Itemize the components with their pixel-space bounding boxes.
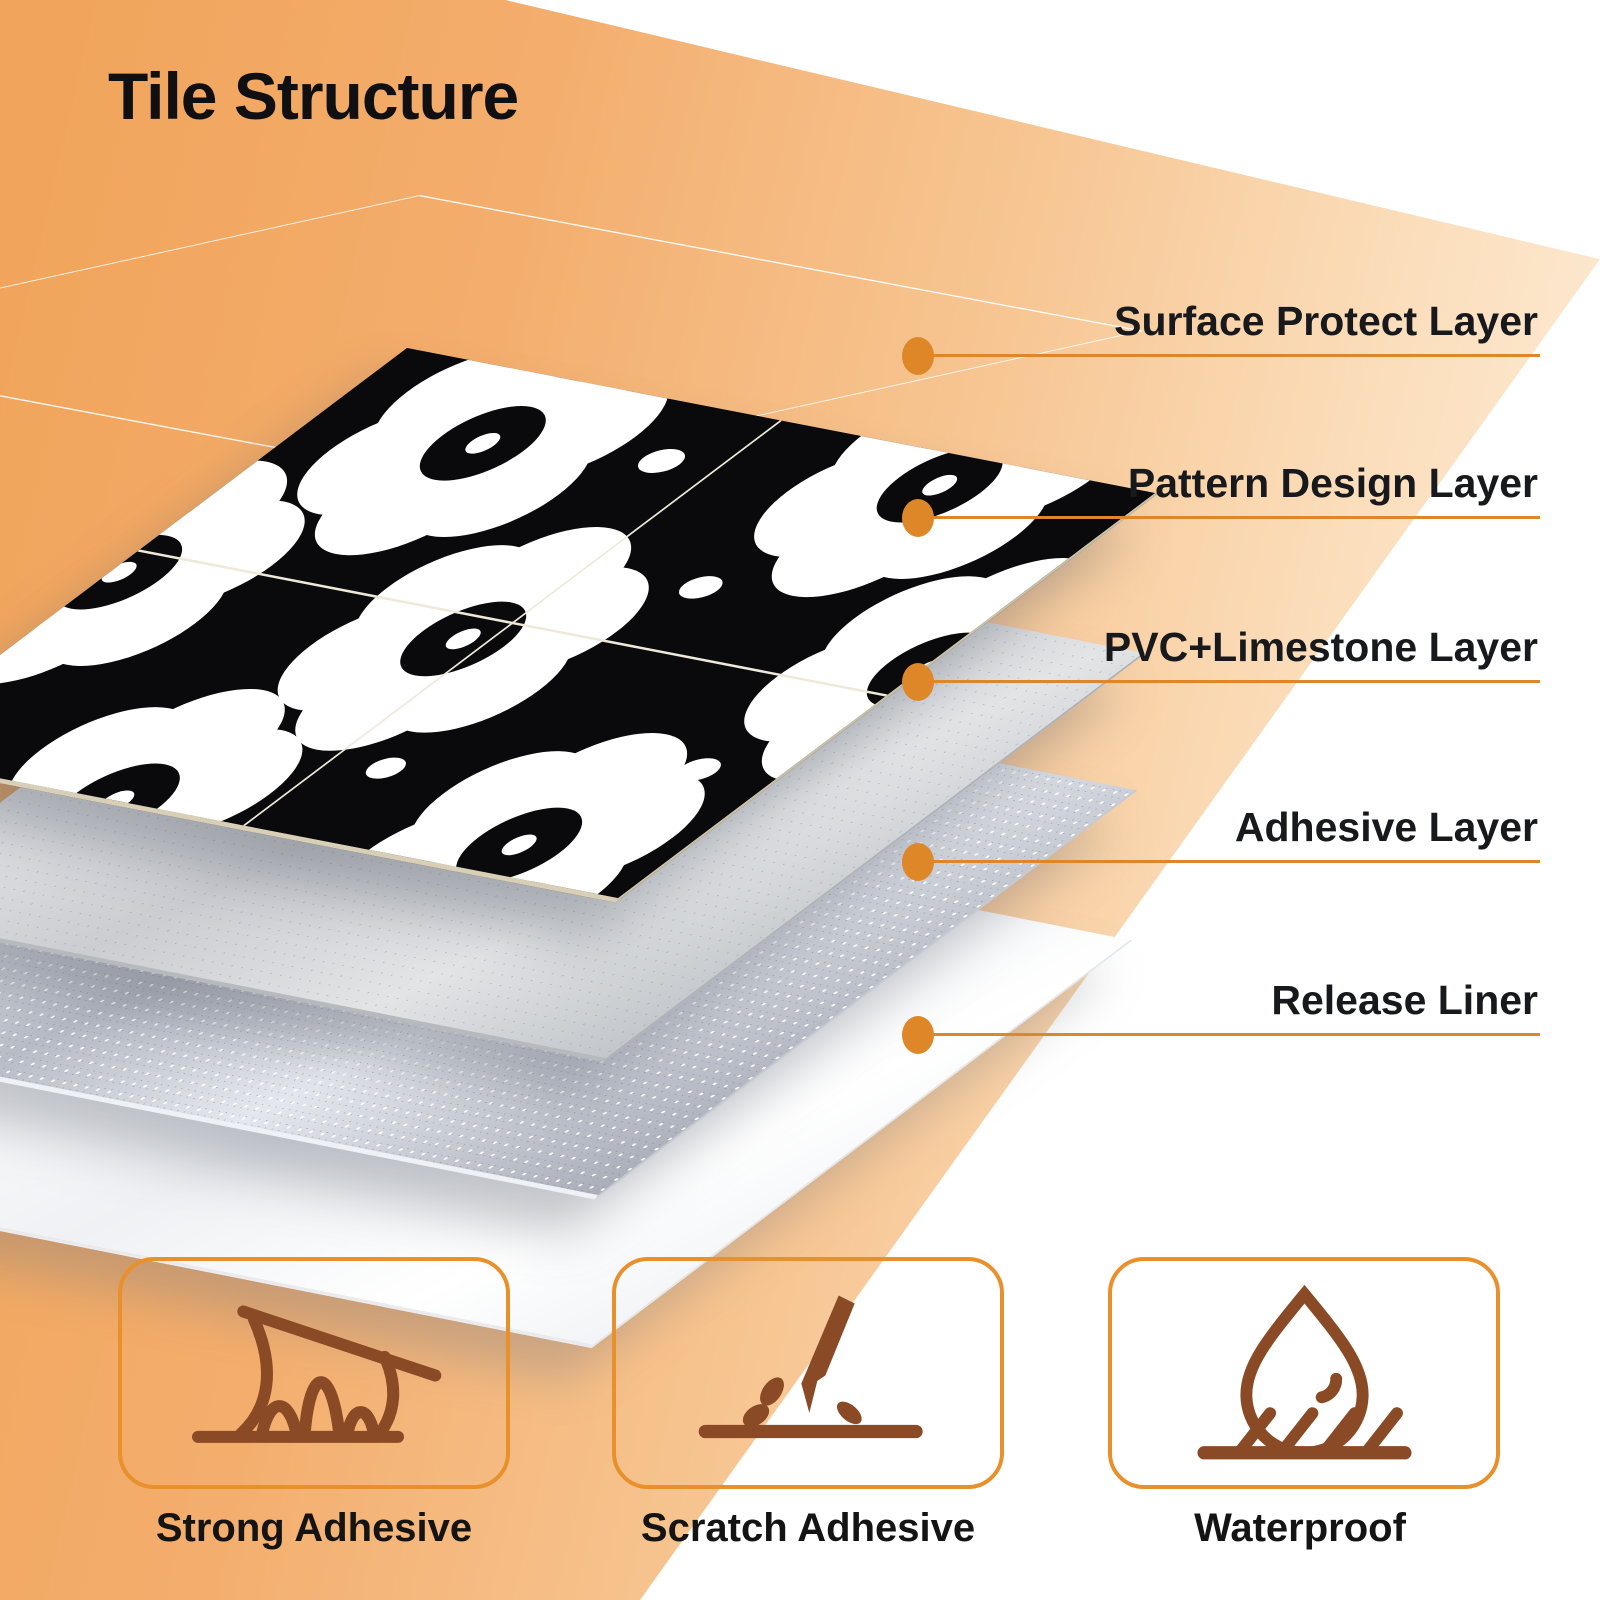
layer-label: PVC+Limestone Layer	[1103, 624, 1538, 670]
callout-line	[918, 680, 1540, 683]
layer-label: Release Liner	[1271, 977, 1538, 1023]
feature-label: Scratch Adhesive	[640, 1506, 976, 1550]
callout-line	[918, 860, 1540, 863]
peel-strength-icon	[192, 1305, 442, 1443]
feature-label: Strong Adhesive	[155, 1506, 473, 1550]
feature-label: Waterproof	[1194, 1506, 1406, 1550]
water-droplet-icon	[1196, 1284, 1412, 1459]
feature-box-waterproof	[1108, 1257, 1500, 1489]
layer-label: Adhesive Layer	[1234, 804, 1538, 850]
callout-dot	[902, 663, 934, 701]
layer-label: Surface Protect Layer	[1114, 298, 1538, 344]
callout-dot	[902, 337, 934, 375]
callout-line	[918, 1033, 1540, 1036]
callout-dot	[902, 843, 934, 881]
scratch-blade-icon	[698, 1295, 923, 1438]
callout-line	[918, 354, 1540, 357]
page-title: Tile Structure	[108, 59, 519, 133]
feature-box-strong-adhesive	[118, 1257, 510, 1489]
pattern-design-layer-sheet	[0, 348, 1158, 903]
callout-dot	[902, 499, 934, 537]
callout-line	[918, 516, 1540, 519]
pattern-tile-image	[0, 348, 1155, 898]
layer-label: Pattern Design Layer	[1127, 460, 1538, 506]
callout-dot	[902, 1016, 934, 1054]
feature-box-scratch-adhesive	[612, 1257, 1004, 1489]
